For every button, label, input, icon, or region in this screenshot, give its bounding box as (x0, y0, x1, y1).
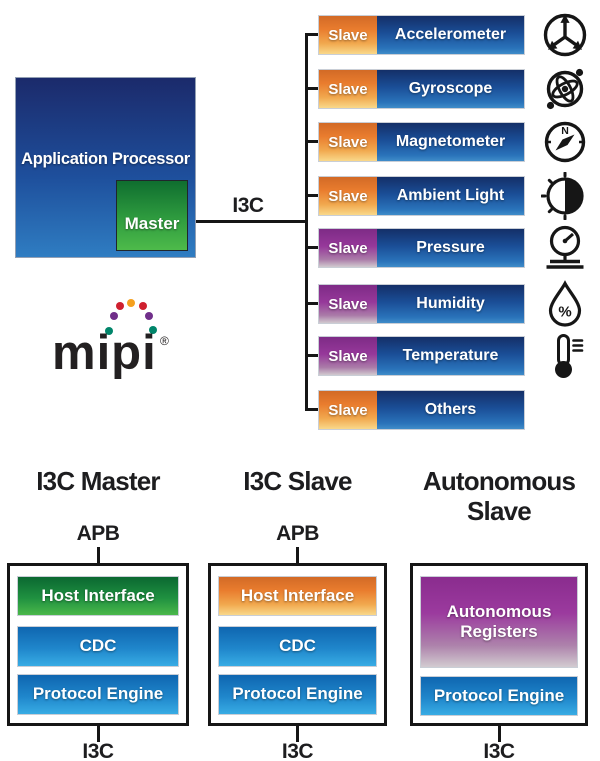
i3c-connector-line (296, 726, 299, 742)
magnetometer-icon: N (541, 118, 589, 166)
column-title-line: Autonomous (422, 466, 576, 496)
master-label: Master (124, 213, 180, 233)
mipi-logo-dot (149, 326, 157, 334)
column-title-line: I3C Slave (243, 466, 352, 496)
column-title-line: Slave (467, 496, 532, 526)
sensor-name-label: Gyroscope (377, 70, 524, 108)
ip-block-host-interface: Host Interface (17, 576, 179, 616)
apb-port-label: APB (76, 522, 120, 545)
humidity-icon: % (541, 280, 589, 328)
mipi-logo-dot (116, 302, 124, 310)
column-title: I3C Slave (188, 466, 408, 496)
sensor-name-label: Pressure (377, 229, 524, 267)
apb-connector-line (296, 547, 299, 563)
ip-block-protocol-engine: Protocol Engine (420, 676, 578, 716)
sensor-name-label: Ambient Light (377, 177, 524, 215)
i3c-bus-stub (305, 194, 319, 197)
mipi-logo: mipi ® (52, 296, 184, 382)
application-processor-label: Application Processor (21, 150, 190, 168)
mipi-logo-text: mipi (52, 326, 157, 380)
i3c-port-label: I3C (82, 740, 114, 761)
i3c-connector-line (96, 726, 100, 742)
slave-tag: Slave (319, 70, 377, 108)
i3c-connector-line (497, 726, 501, 742)
mipi-logo-dot (145, 312, 153, 320)
slave-tag: Slave (319, 337, 377, 375)
svg-text:%: % (558, 304, 571, 321)
mipi-logo-dot (105, 327, 113, 335)
i3c-bus-line-horizontal (196, 220, 306, 223)
ip-block-cdc: CDC (17, 626, 179, 667)
i3c-bus-stub (305, 408, 319, 411)
i3c-bus-line-vertical (305, 34, 308, 411)
gyroscope-icon (541, 65, 589, 113)
i3c-bus-stub (305, 87, 319, 90)
application-processor-box: Application Processor Master (15, 77, 196, 258)
sensor-name-label: Magnetometer (377, 123, 524, 161)
temperature-icon (541, 332, 589, 380)
apb-port-label: APB (276, 522, 319, 545)
slave-tag: Slave (319, 123, 377, 161)
sensor-name-label: Accelerometer (377, 16, 524, 54)
i3c-bus-label: I3C (232, 194, 264, 217)
mipi-logo-dot (139, 302, 147, 310)
slave-tag: Slave (319, 16, 377, 54)
column-title: I3C Master (0, 466, 208, 496)
slave-tag: Slave (319, 229, 377, 267)
column-title-line: I3C Master (36, 466, 160, 496)
i3c-bus-stub (305, 246, 319, 249)
i3c-port-label: I3C (483, 740, 515, 761)
sensor-name-label: Others (377, 391, 524, 429)
i3c-bus-stub (305, 33, 319, 36)
slave-tag: Slave (319, 391, 377, 429)
slave-tag: Slave (319, 177, 377, 215)
pressure-icon (541, 224, 589, 272)
ip-block-autonomous-registers: Autonomous Registers (420, 576, 578, 668)
mipi-logo-dot (110, 312, 118, 320)
i3c-bus-stub (305, 302, 319, 305)
sensor-name-label: Temperature (377, 337, 524, 375)
i3c-bus-stub (305, 354, 319, 357)
ip-block-cdc: CDC (218, 626, 377, 667)
accelerometer-icon (541, 11, 589, 59)
i3c-bus-stub (305, 140, 319, 143)
svg-text:N: N (561, 125, 569, 137)
ip-block-protocol-engine: Protocol Engine (218, 674, 377, 715)
mipi-logo-dot (127, 299, 135, 307)
ambient-light-icon (541, 172, 589, 220)
ip-block-protocol-engine: Protocol Engine (17, 674, 179, 715)
master-box: Master (116, 180, 188, 251)
apb-connector-line (96, 547, 100, 563)
registered-trademark-symbol: ® (160, 334, 169, 348)
slave-tag: Slave (319, 285, 377, 323)
i3c-port-label: I3C (281, 740, 314, 761)
ip-block-host-interface: Host Interface (218, 576, 377, 616)
sensor-name-label: Humidity (377, 285, 524, 323)
